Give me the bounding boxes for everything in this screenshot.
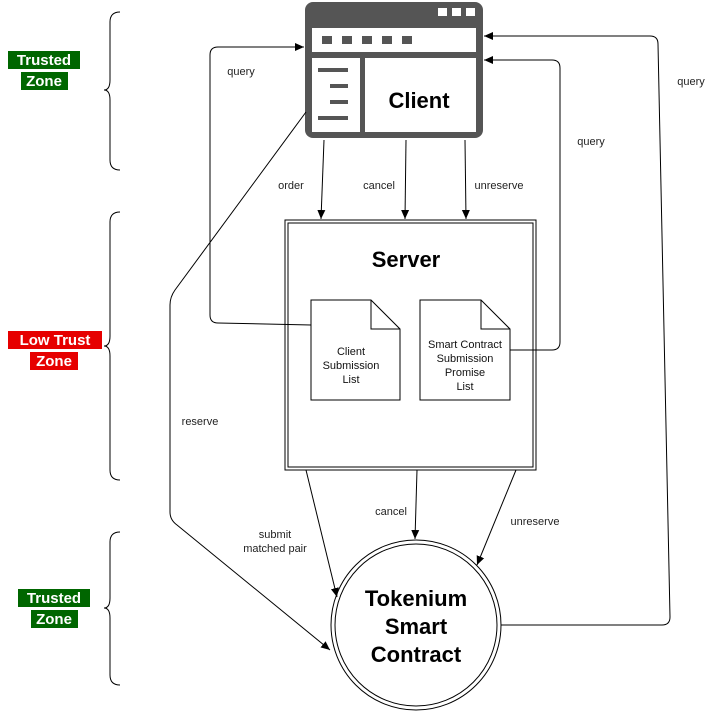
zone-label-trusted-bottom: Trusted Zone bbox=[18, 589, 90, 628]
contract-title-line: Smart bbox=[385, 614, 448, 639]
toolbar-icon bbox=[402, 36, 412, 44]
zone-label-line2: Zone bbox=[36, 611, 72, 628]
document-fold bbox=[480, 300, 510, 330]
edge-label-cancel-bottom: cancel bbox=[375, 506, 407, 518]
zone-line2-bg bbox=[30, 352, 78, 370]
toolbar-icon bbox=[362, 36, 372, 44]
edge-cancel-top bbox=[401, 139, 410, 220]
menu-line-icon bbox=[318, 68, 348, 72]
contract-title-line: Tokenium bbox=[365, 586, 467, 611]
client-node: Client bbox=[305, 2, 483, 138]
menu-line-icon bbox=[330, 84, 348, 88]
menu-line-icon bbox=[318, 116, 348, 120]
edge-order bbox=[317, 139, 326, 220]
zone-line1-bg bbox=[8, 51, 80, 69]
edge-label-reserve: reserve bbox=[182, 416, 219, 428]
document-text-line: Smart Contract bbox=[428, 339, 502, 351]
zone-brace-middle bbox=[103, 211, 121, 481]
zone-label-line1: Low Trust bbox=[20, 332, 91, 349]
document-text-line: Submission bbox=[437, 353, 494, 365]
edge-label-query-mid: query bbox=[577, 136, 605, 148]
edge-submit-matched-pair bbox=[305, 469, 339, 598]
client-title: Client bbox=[388, 88, 450, 113]
zone-brace-top bbox=[103, 11, 121, 171]
edge-label-unreserve-top: unreserve bbox=[475, 180, 524, 192]
document-text-line: List bbox=[342, 374, 359, 386]
contract-inner-circle bbox=[334, 543, 498, 707]
zone-label-line2: Zone bbox=[26, 73, 62, 90]
edge-query-mid bbox=[484, 56, 561, 351]
edge-label-query-right: query bbox=[677, 76, 705, 88]
client-submission-list: Client Submission List bbox=[310, 299, 401, 401]
document-text-line: Submission bbox=[323, 360, 380, 372]
toolbar-icon bbox=[382, 36, 392, 44]
edge-cancel-bottom bbox=[411, 469, 420, 540]
server-title: Server bbox=[372, 247, 441, 272]
zone-label-line1: Trusted bbox=[17, 52, 71, 69]
document-text-line: List bbox=[456, 381, 473, 393]
edge-unreserve-bottom bbox=[476, 469, 517, 566]
contract-title-line: Contract bbox=[371, 642, 462, 667]
document-fold bbox=[370, 300, 400, 330]
edge-reserve bbox=[169, 111, 331, 651]
zone-line1-bg bbox=[18, 589, 90, 607]
edge-unreserve-top bbox=[461, 139, 470, 220]
edge-label-cancel-top: cancel bbox=[363, 180, 395, 192]
document-text-line: Client bbox=[337, 346, 365, 358]
zone-label-low-trust: Low Trust Zone bbox=[8, 331, 102, 370]
promise-list-document: Smart Contract Submission Promise List bbox=[419, 299, 511, 401]
zone-label-line2: Zone bbox=[36, 353, 72, 370]
window-control-icon bbox=[438, 8, 447, 16]
zone-line2-bg bbox=[21, 72, 68, 90]
edge-query-left bbox=[209, 43, 312, 326]
window-control-icon bbox=[452, 8, 461, 16]
smart-contract-node: Tokenium Smart Contract bbox=[330, 539, 502, 711]
document-shape bbox=[419, 299, 511, 401]
menu-line-icon bbox=[330, 100, 348, 104]
toolbar-icon bbox=[322, 36, 332, 44]
client-title-bar bbox=[312, 28, 476, 52]
zone-line2-bg bbox=[31, 610, 78, 628]
toolbar-icon bbox=[342, 36, 352, 44]
edge-label-order: order bbox=[278, 180, 304, 192]
document-shape bbox=[310, 299, 401, 401]
zone-line1-bg bbox=[8, 331, 102, 349]
zone-label-line1: Trusted bbox=[27, 590, 81, 607]
edge-query-right bbox=[484, 32, 671, 626]
edge-label-submit-line2: matched pair bbox=[243, 543, 307, 555]
document-text-line: Promise bbox=[445, 367, 485, 379]
client-content-pane bbox=[365, 58, 476, 132]
edge-label-unreserve-bottom: unreserve bbox=[511, 516, 560, 528]
zone-brace-bottom bbox=[103, 531, 121, 686]
edge-label-query-left: query bbox=[227, 66, 255, 78]
zone-label-trusted-top: Trusted Zone bbox=[8, 51, 80, 90]
edge-label-submit-line1: submit bbox=[259, 529, 291, 541]
window-control-icon bbox=[466, 8, 475, 16]
server-inner-border bbox=[287, 222, 534, 468]
